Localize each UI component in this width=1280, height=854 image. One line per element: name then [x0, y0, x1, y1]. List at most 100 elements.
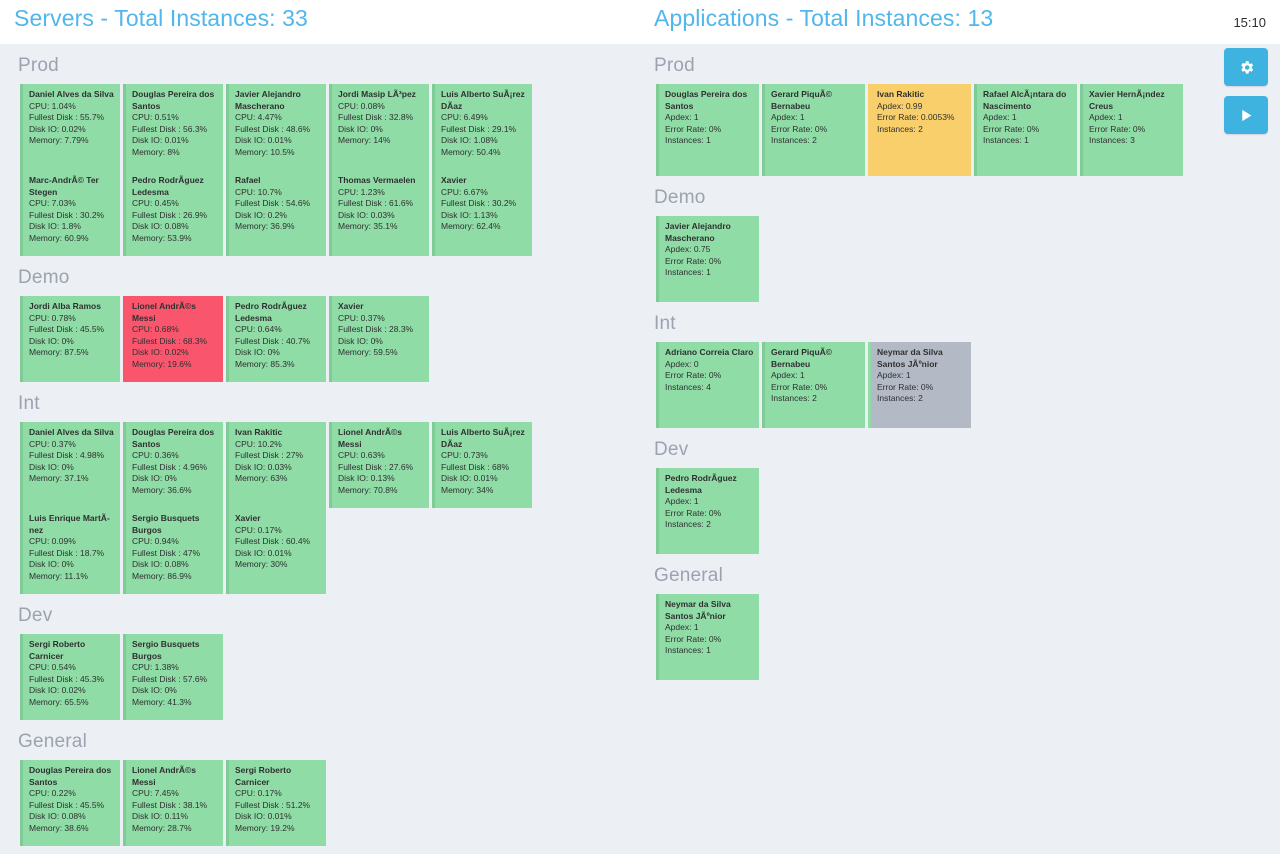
card-metric-disk: Fullest Disk : 29.1% [441, 123, 517, 134]
card-metric-diskio: Disk IO: 0.03% [338, 209, 395, 220]
card-title: Luis Alberto SuÃ¡rez DÃ­az [441, 89, 525, 111]
card-metric-diskio: Disk IO: 0.01% [235, 811, 292, 822]
card-metric-memory: Memory: 35.1% [338, 221, 398, 232]
card-metric-apdex: Apdex: 0.75 [665, 244, 711, 255]
card-metric-memory: Memory: 85.3% [235, 358, 295, 369]
card-metric-memory: Memory: 37.1% [29, 473, 89, 484]
card-title: Luis Alberto SuÃ¡rez DÃ­az [441, 427, 525, 449]
card-metric-instances: Instances: 3 [1089, 135, 1135, 146]
gear-icon [1238, 59, 1255, 76]
group-title: Demo [654, 187, 706, 208]
card-metric-error-rate: Error Rate: 0% [665, 255, 722, 266]
card-metric-apdex: Apdex: 1 [1089, 112, 1123, 123]
card-metric-diskio: Disk IO: 0.08% [132, 559, 189, 570]
card-metric-disk: Fullest Disk : 18.7% [29, 547, 105, 558]
card-metric-cpu: CPU: 0.73% [441, 450, 488, 461]
card-metric-apdex: Apdex: 1 [877, 370, 911, 381]
card-title: Pedro RodrÃ­guez Ledesma [235, 301, 307, 323]
card-metric-instances: Instances: 2 [771, 135, 817, 146]
card-title: Neymar da Silva Santos JÃºnior [665, 599, 731, 621]
group-title: Int [654, 313, 676, 334]
settings-button[interactable] [1224, 48, 1268, 86]
card-title: Pedro RodrÃ­guez Ledesma [665, 473, 737, 495]
card-title: Daniel Alves da Silva [29, 427, 114, 437]
card-metric-diskio: Disk IO: 0% [338, 123, 383, 134]
card-metric-diskio: Disk IO: 0% [29, 461, 74, 472]
servers-panel-title: Servers - Total Instances: 33 [14, 5, 308, 31]
card-metric-disk: Fullest Disk : 4.96% [132, 461, 208, 472]
card-title: Sergio Busquets Burgos [132, 513, 200, 535]
card-metric-instances: Instances: 1 [665, 645, 711, 656]
card-title: Gerard PiquÃ© Bernabeu [771, 347, 833, 369]
card-metric-memory: Memory: 87.5% [29, 347, 89, 358]
card-metric-error-rate: Error Rate: 0% [665, 633, 722, 644]
card-metric-disk: Fullest Disk : 54.6% [235, 198, 311, 209]
card-metric-diskio: Disk IO: 0.13% [338, 473, 395, 484]
card-metric-cpu: CPU: 0.17% [235, 788, 282, 799]
card-metric-disk: Fullest Disk : 61.6% [338, 198, 414, 209]
card-title: Thomas Vermaelen [338, 175, 416, 185]
card-metric-cpu: CPU: 0.94% [132, 536, 179, 547]
card-metric-memory: Memory: 10.5% [235, 146, 295, 157]
card-metric-error-rate: Error Rate: 0% [665, 507, 722, 518]
play-button[interactable] [1224, 96, 1268, 134]
card-metric-disk: Fullest Disk : 28.3% [338, 324, 414, 335]
card-metric-diskio: Disk IO: 0.01% [235, 135, 292, 146]
card-title: Jordi Masip LÃ³pez [338, 89, 416, 99]
card-metric-memory: Memory: 38.6% [29, 822, 89, 833]
card-metric-memory: Memory: 28.7% [132, 822, 192, 833]
card-metric-error-rate: Error Rate: 0% [771, 123, 828, 134]
card-metric-cpu: CPU: 4.47% [235, 112, 282, 123]
clock: 15:10 [1233, 15, 1266, 30]
card-metric-memory: Memory: 59.5% [338, 347, 398, 358]
card-metric-disk: Fullest Disk : 60.4% [235, 536, 311, 547]
card-metric-cpu: CPU: 0.68% [132, 324, 179, 335]
card-title: Xavier [441, 175, 467, 185]
